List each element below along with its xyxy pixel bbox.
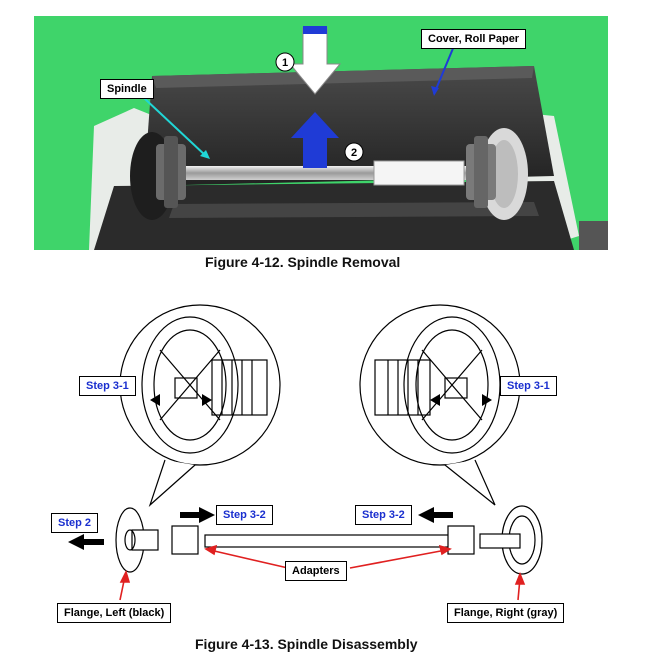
marker-2: 2 [351, 147, 357, 159]
label-cover-roll-paper: Cover, Roll Paper [421, 29, 527, 49]
arrow-up-blue [291, 112, 339, 168]
spindle-shaft [204, 534, 456, 548]
roll-paper-cover [144, 66, 554, 186]
magnifier-left [119, 304, 281, 466]
label-adapters: Adapters [285, 561, 347, 581]
figure-4-13-caption: Figure 4-13. Spindle Disassembly [195, 636, 418, 652]
label-flange-right: Flange, Right (gray) [447, 603, 565, 623]
printer-photo-illustration: 1 2 [34, 16, 608, 250]
arrow-step-3-2-left [180, 507, 215, 523]
label-step-3-1-right: Step 3-1 [500, 376, 557, 396]
figure-4-12-caption: Figure 4-12. Spindle Removal [205, 254, 401, 270]
spindle-removal-photo: 1 2 [34, 16, 608, 250]
marker-1: 1 [282, 57, 288, 69]
adapter-right [447, 525, 475, 555]
arrow-step-2 [68, 534, 104, 550]
marker-1-circle [275, 52, 295, 72]
magnifier-right [359, 304, 521, 466]
adapters-pointer-left [209, 549, 289, 569]
label-spindle: Spindle [100, 79, 154, 99]
label-step-3-2-left: Step 3-2 [216, 505, 273, 525]
marker-2-circle [344, 142, 364, 162]
disassembly-line-drawing [68, 304, 543, 601]
label-step-2: Step 2 [51, 513, 99, 533]
label-step-3-2-right: Step 3-2 [355, 505, 412, 525]
arrow-step-3-2-right [418, 507, 453, 523]
spindle-pointer [143, 97, 207, 157]
cover-pointer [433, 45, 455, 95]
label-flange-left: Flange, Left (black) [57, 603, 172, 623]
label-step-3-1-left: Step 3-1 [79, 376, 136, 396]
spindle-disassembly-diagram [0, 290, 650, 650]
adapters-pointer-right [349, 549, 447, 569]
adapter-left [171, 525, 199, 555]
